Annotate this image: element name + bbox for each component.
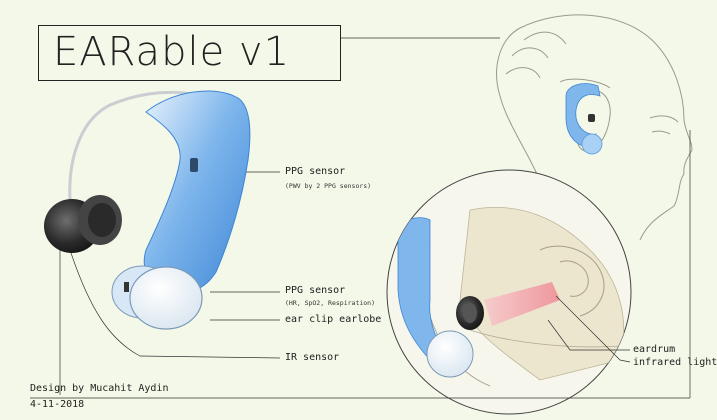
earable-device-drawing bbox=[44, 91, 250, 329]
label-ear-clip-earlobe: ear clip earlobe bbox=[285, 314, 381, 325]
label-ppg-sensor-top: PPG sensor bbox=[285, 166, 345, 177]
design-date: 4-11-2018 bbox=[30, 399, 84, 410]
label-ppg-sensor-bottom: PPG sensor bbox=[285, 285, 345, 296]
label-infrared-light: infrared light bbox=[633, 357, 717, 368]
label-eardrum: eardrum bbox=[633, 344, 675, 355]
label-ppg-sensor-top-note: (PWV by 2 PPG sensors) bbox=[285, 182, 371, 190]
label-ppg-sensor-bottom-note: (HR, SpO2, Respiration) bbox=[285, 299, 375, 307]
title: EARable v1 bbox=[53, 29, 290, 75]
designer-credit: Design by Mucahit Aydin bbox=[30, 383, 168, 394]
ear-cross-section-detail bbox=[387, 170, 631, 414]
title-box: EARable v1 bbox=[38, 25, 341, 81]
label-ir-sensor: IR sensor bbox=[285, 352, 339, 363]
ear-with-device-on-head bbox=[566, 84, 610, 154]
